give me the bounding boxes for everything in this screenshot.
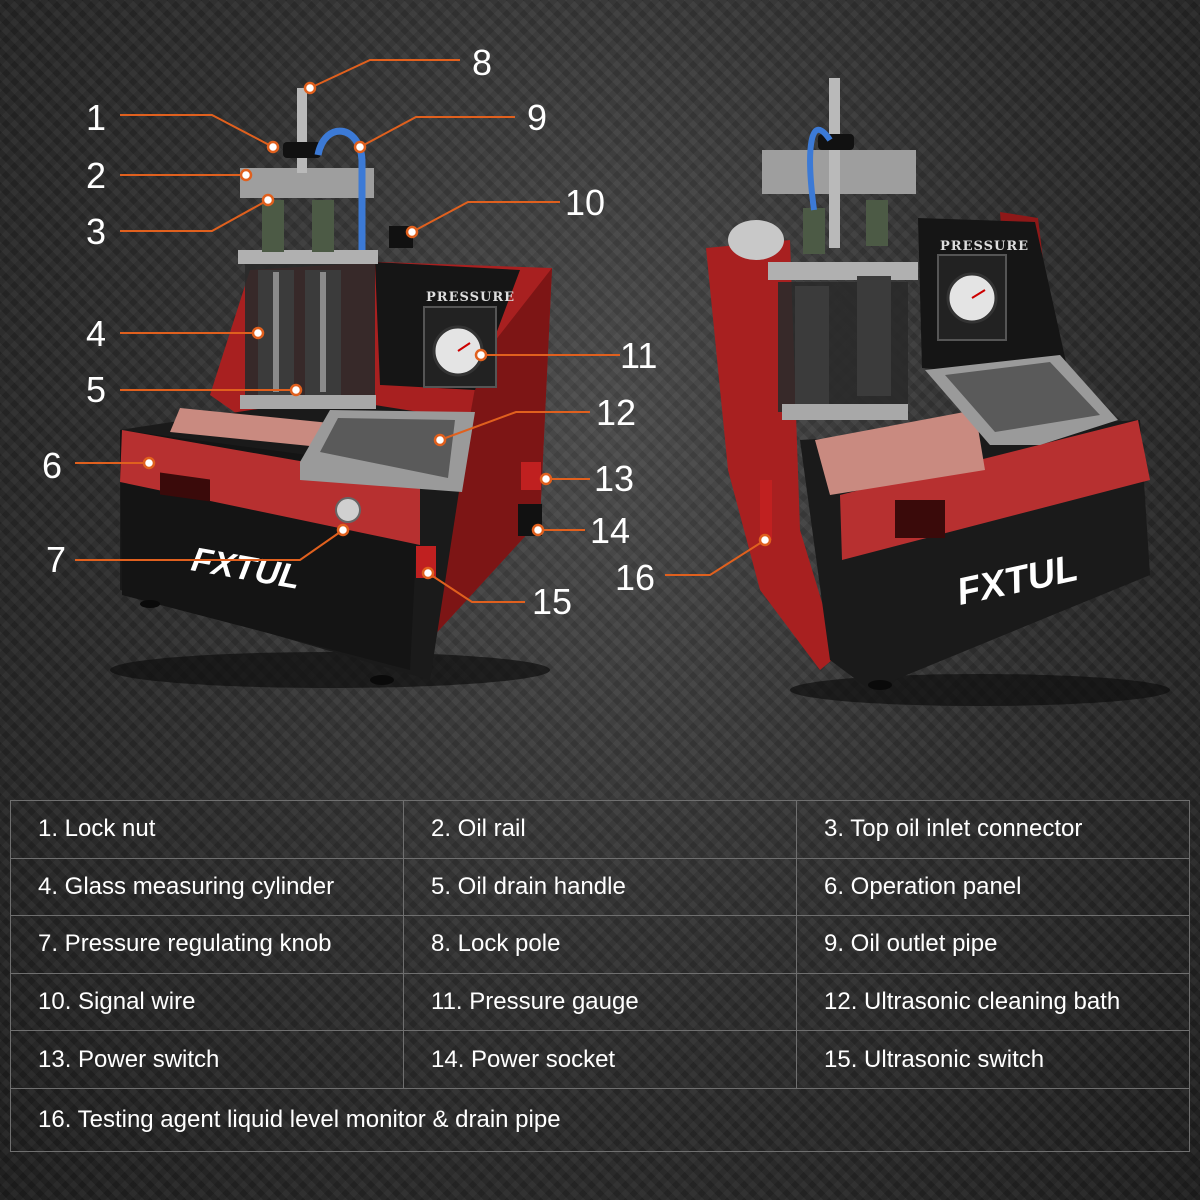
legend-item-9: 9. Oil outlet pipe	[796, 915, 1190, 974]
callout-lines	[75, 59, 766, 603]
machine-side-view: PRESSURE FXTUL	[706, 78, 1170, 706]
legend-item-2: 2. Oil rail	[403, 800, 797, 859]
legend-row: 7. Pressure regulating knob 8. Lock pole…	[10, 915, 1190, 974]
callout-5: 5	[86, 369, 106, 410]
pressure-label: PRESSURE	[426, 290, 515, 305]
callout-2: 2	[86, 155, 106, 196]
callout-7: 7	[46, 539, 66, 580]
callout-numbers: 1 2 3 4 5 6 7 8 9 10 11 12 13 14 15 16	[42, 42, 657, 622]
machine-front-view: PRESSURE FXTUL	[110, 88, 552, 688]
product-diagram: PRESSURE FXTUL PRESSURE	[42, 42, 1170, 706]
legend-row: 10. Signal wire 11. Pressure gauge 12. U…	[10, 972, 1190, 1032]
callout-13: 13	[594, 458, 634, 499]
callout-1: 1	[86, 97, 106, 138]
callout-16: 16	[615, 557, 655, 598]
legend-item-10: 10. Signal wire	[10, 972, 404, 1032]
legend-item-14: 14. Power socket	[403, 1030, 797, 1089]
callout-14: 14	[590, 510, 630, 551]
callout-9: 9	[527, 97, 547, 138]
callout-8: 8	[472, 42, 492, 83]
parts-legend-table: 1. Lock nut 2. Oil rail 3. Top oil inlet…	[10, 800, 1190, 1152]
legend-row: 1. Lock nut 2. Oil rail 3. Top oil inlet…	[10, 800, 1190, 859]
callout-11: 11	[620, 335, 657, 376]
pressure-label-right: PRESSURE	[940, 239, 1029, 254]
legend-item-1: 1. Lock nut	[10, 800, 404, 859]
legend-item-13: 13. Power switch	[10, 1030, 404, 1089]
legend-row: 13. Power switch 14. Power socket 15. Ul…	[10, 1030, 1190, 1089]
legend-item-3: 3. Top oil inlet connector	[796, 800, 1190, 859]
legend-item-7: 7. Pressure regulating knob	[10, 915, 404, 974]
legend-item-5: 5. Oil drain handle	[403, 857, 797, 917]
legend-item-15: 15. Ultrasonic switch	[796, 1030, 1190, 1089]
legend-row: 16. Testing agent liquid level monitor &…	[10, 1088, 1190, 1152]
legend-item-12: 12. Ultrasonic cleaning bath	[796, 972, 1190, 1032]
legend-item-4: 4. Glass measuring cylinder	[10, 857, 404, 917]
callout-dots	[142, 81, 772, 580]
legend-item-6: 6. Operation panel	[796, 857, 1190, 917]
legend-item-16: 16. Testing agent liquid level monitor &…	[10, 1088, 1190, 1152]
legend-row: 4. Glass measuring cylinder 5. Oil drain…	[10, 857, 1190, 917]
callout-15: 15	[532, 581, 572, 622]
legend-item-11: 11. Pressure gauge	[403, 972, 797, 1032]
callout-10: 10	[565, 182, 605, 223]
callout-3: 3	[86, 211, 106, 252]
callout-4: 4	[86, 313, 106, 354]
callout-6: 6	[42, 445, 62, 486]
callout-12: 12	[596, 392, 636, 433]
legend-item-8: 8. Lock pole	[403, 915, 797, 974]
